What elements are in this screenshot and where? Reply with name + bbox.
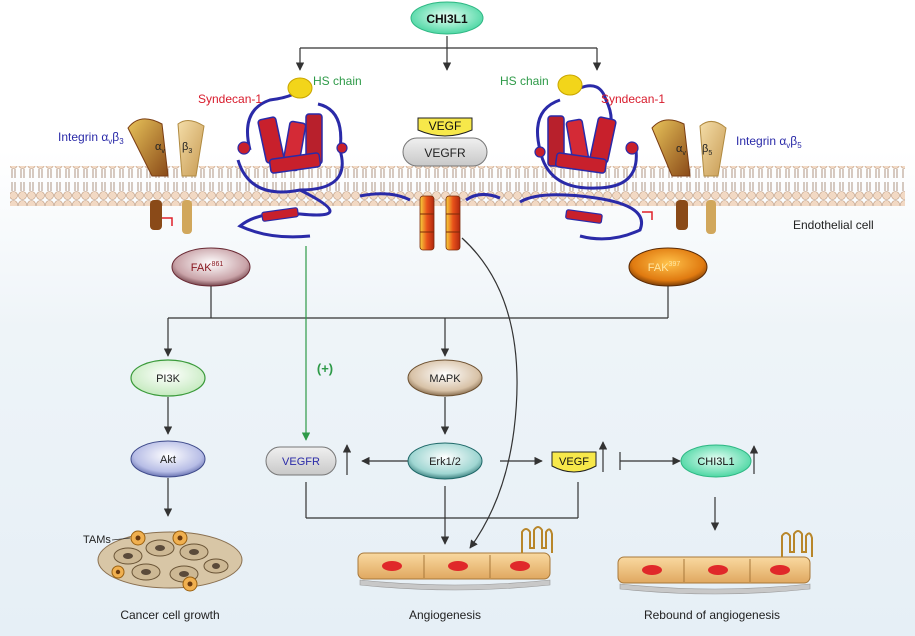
fak-861-label: FAK861: [191, 261, 224, 274]
vegfr-receptor: VEGFR: [402, 137, 488, 251]
pathway-arrows: [163, 237, 759, 549]
vegf-lower-label: VEGF: [559, 456, 589, 468]
tams-label: TAMs: [83, 534, 111, 546]
syndecan-left-protein: [236, 77, 411, 239]
plus-label: (+): [317, 361, 333, 376]
akt-label: Akt: [160, 454, 176, 466]
hs-chain-right-label: HS chain: [500, 74, 549, 88]
syndecan-left-label: Syndecan-1: [198, 92, 262, 106]
vessel-rebound: [617, 530, 813, 595]
outcome-cancer-growth: Cancer cell growth: [120, 608, 219, 622]
erk-label: Erk1/2: [429, 456, 461, 468]
integrin-right-label: Integrin αvβ5: [736, 134, 802, 150]
vessel-angiogenesis: [357, 526, 553, 591]
cancer-cells-illustration: [97, 530, 243, 592]
alpha-right-label: αv: [676, 143, 686, 157]
fak-397-label: FAK397: [648, 261, 681, 274]
syndecan-right-label: Syndecan-1: [601, 92, 665, 106]
outcome-angiogenesis: Angiogenesis: [409, 608, 481, 622]
syndecan-right-protein: [465, 74, 643, 241]
erk-node: Erk1/2: [407, 442, 483, 480]
pi3k-label: PI3K: [156, 373, 181, 385]
chi3l1-lower-node: CHI3L1: [680, 444, 752, 478]
chi3l1-top-node: CHI3L1: [410, 1, 484, 35]
endothelial-cell-label: Endothelial cell: [793, 218, 874, 232]
vegfr-receptor-label: VEGFR: [424, 146, 466, 160]
vegf-ligand-label: VEGF: [429, 119, 462, 133]
pi3k-node: PI3K: [130, 359, 206, 397]
integrin-left-protein: αv β3: [127, 118, 205, 234]
fak-397-node: FAK397: [628, 247, 708, 287]
vegf-ligand: VEGF: [417, 117, 473, 137]
vegfr-lower-label: VEGFR: [282, 456, 320, 468]
chi3l1-lower-label: CHI3L1: [697, 456, 734, 468]
chi3l1-arrows: [295, 36, 602, 71]
chi3l1-top-label: CHI3L1: [426, 12, 468, 26]
integrin-right-protein: αv β5: [642, 119, 727, 234]
fak-861-node: FAK861: [171, 247, 251, 287]
akt-node: Akt: [130, 440, 206, 478]
hs-chain-left-label: HS chain: [313, 74, 362, 88]
vegf-lower-node: VEGF: [551, 451, 597, 473]
vegfr-lower-node: VEGFR: [265, 446, 337, 476]
beta-left-label: β3: [182, 141, 192, 155]
mapk-label: MAPK: [429, 373, 461, 385]
alpha-left-label: αv: [155, 141, 165, 155]
integrin-left-label: Integrin αvβ3: [58, 130, 124, 146]
mapk-node: MAPK: [407, 359, 483, 397]
beta-right-label: β5: [702, 143, 712, 157]
outcome-rebound: Rebound of angiogenesis: [644, 608, 780, 622]
